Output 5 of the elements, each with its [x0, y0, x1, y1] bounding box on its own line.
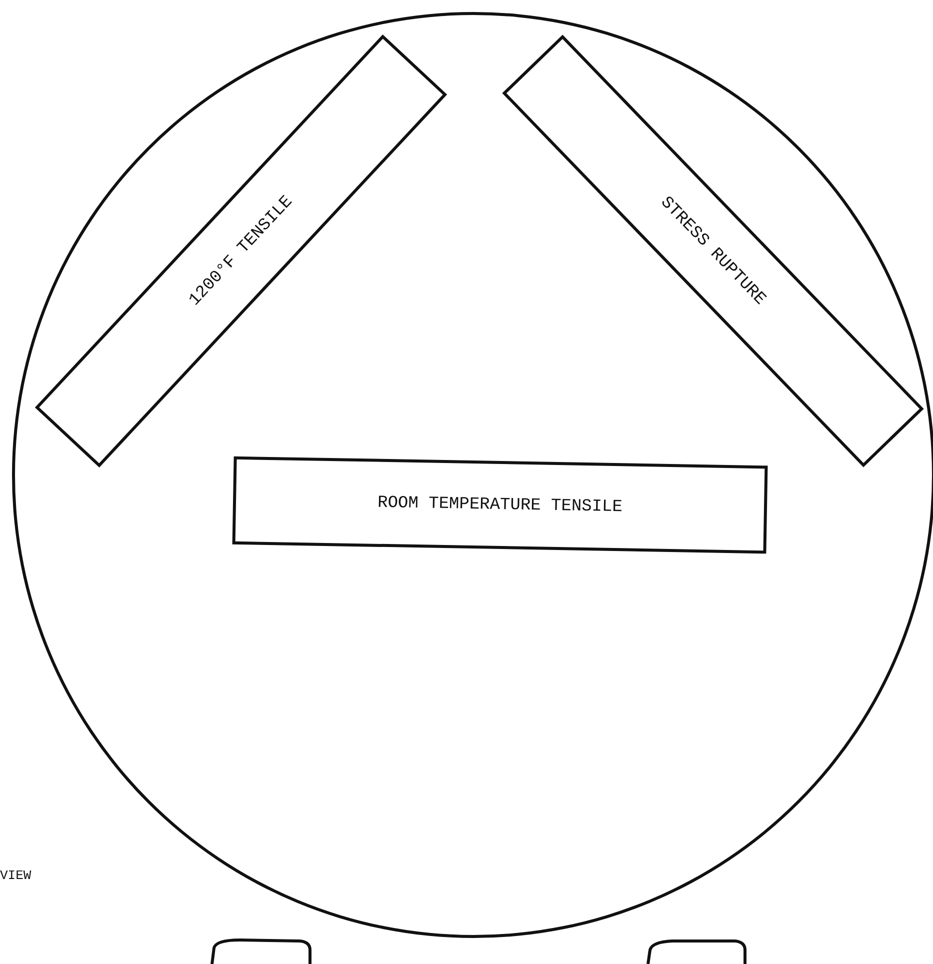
specimen-box	[502, 34, 924, 468]
specimen-box	[232, 456, 768, 554]
specimen-label: ROOM TEMPERATURE TENSILE	[377, 493, 623, 517]
specimen-box	[34, 34, 448, 468]
view-label: VIEW	[0, 868, 32, 883]
